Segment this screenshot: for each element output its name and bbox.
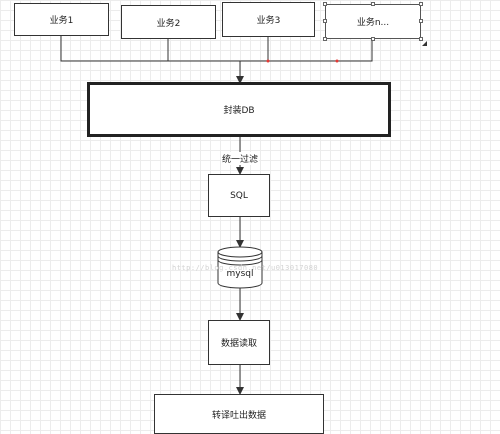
resize-corner-icon[interactable] bbox=[422, 41, 427, 46]
resize-handle[interactable] bbox=[323, 37, 327, 41]
node-read-label: 数据读取 bbox=[220, 339, 257, 349]
node-sql[interactable]: SQL bbox=[208, 174, 270, 217]
node-convert-label: 转译吐出数据 bbox=[211, 410, 266, 421]
selection-marker bbox=[335, 59, 339, 63]
node-biz3[interactable]: 业务3 bbox=[222, 2, 315, 37]
node-biz2-label: 业务2 bbox=[156, 18, 181, 29]
resize-handle[interactable] bbox=[419, 37, 423, 41]
selection-marker bbox=[266, 59, 270, 63]
mysql-cylinder[interactable] bbox=[217, 246, 263, 289]
connector-biz1[interactable] bbox=[60, 36, 240, 62]
connector-layer bbox=[60, 36, 373, 395]
node-biz2[interactable]: 业务2 bbox=[121, 5, 216, 39]
node-wrap-db[interactable]: 封装DB bbox=[87, 82, 391, 137]
node-biz3-label: 业务3 bbox=[256, 16, 281, 26]
connector-biz3[interactable] bbox=[240, 37, 269, 62]
resize-handle[interactable] bbox=[371, 2, 375, 6]
resize-handle[interactable] bbox=[323, 19, 327, 23]
node-bizn-label: 业务n... bbox=[356, 18, 390, 28]
node-sql-label: SQL bbox=[230, 190, 248, 201]
node-biz1[interactable]: 业务1 bbox=[14, 3, 109, 36]
resize-handle[interactable] bbox=[371, 37, 375, 41]
node-biz1-label: 业务1 bbox=[49, 16, 74, 26]
watermark-text: http://blog.csdn.net/u013017080 bbox=[172, 264, 319, 272]
node-read[interactable]: 数据读取 bbox=[208, 320, 270, 365]
node-mysql-label: mysql bbox=[226, 269, 254, 279]
node-wrap-db-label: 封装DB bbox=[223, 106, 255, 116]
node-convert[interactable]: 转译吐出数据 bbox=[154, 394, 324, 434]
edge-label-filter: 统一过滤 bbox=[221, 152, 260, 165]
resize-handle[interactable] bbox=[323, 2, 327, 6]
node-bizn[interactable]: 业务n... bbox=[325, 4, 421, 39]
connector-bizn[interactable] bbox=[268, 39, 373, 62]
resize-handle[interactable] bbox=[419, 2, 423, 6]
resize-handle[interactable] bbox=[419, 19, 423, 23]
